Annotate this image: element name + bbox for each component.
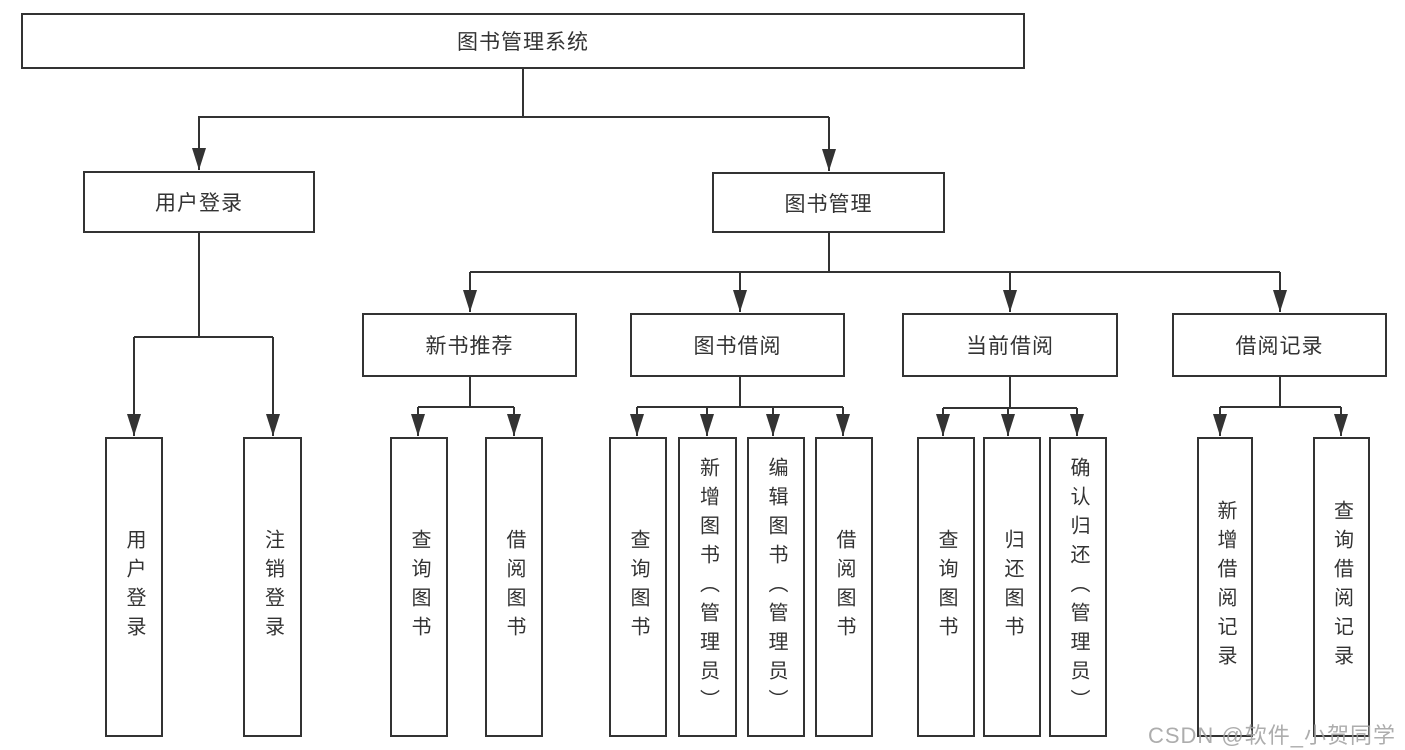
node-book-borrow-label: 图书借阅 xyxy=(693,335,782,358)
node-root: 图书管理系统 xyxy=(21,13,1025,69)
leaf-borrow-books-2: 借阅图书 xyxy=(815,437,873,737)
leaf-edit-book-admin: 编辑图书（管理员） xyxy=(747,437,805,737)
node-user-login-label: 用户登录 xyxy=(155,192,243,215)
leaf-user-login: 用户登录 xyxy=(105,437,163,737)
leaf-query-borrow-record-label: 查询借阅记录 xyxy=(1330,500,1353,674)
leaf-logout-label: 注销登录 xyxy=(261,529,284,645)
leaf-query-borrow-record: 查询借阅记录 xyxy=(1313,437,1370,737)
leaf-query-books-2-label: 查询图书 xyxy=(627,529,649,645)
leaf-logout: 注销登录 xyxy=(243,437,302,737)
leaf-borrow-books-1-label: 借阅图书 xyxy=(503,529,525,645)
leaf-edit-book-admin-label: 编辑图书（管理员） xyxy=(765,456,787,718)
leaf-return-books-label: 归还图书 xyxy=(1001,529,1023,645)
leaf-user-login-label: 用户登录 xyxy=(123,529,145,645)
leaf-query-books-1-label: 查询图书 xyxy=(408,529,430,645)
node-current-borrow-label: 当前借阅 xyxy=(966,335,1054,358)
node-borrow-records: 借阅记录 xyxy=(1172,313,1387,377)
leaf-query-books-1: 查询图书 xyxy=(390,437,448,737)
leaf-borrow-books-2-label: 借阅图书 xyxy=(833,529,855,645)
node-current-borrow: 当前借阅 xyxy=(902,313,1118,377)
leaf-query-books-2: 查询图书 xyxy=(609,437,667,737)
leaf-add-book-admin-label: 新增图书（管理员） xyxy=(696,456,719,718)
watermark: CSDN @软件_小贺同学 xyxy=(1147,723,1396,748)
leaf-query-books-3-label: 查询图书 xyxy=(935,529,957,645)
leaf-return-books: 归还图书 xyxy=(983,437,1041,737)
leaf-add-book-admin: 新增图书（管理员） xyxy=(678,437,737,737)
leaf-add-borrow-record-label: 新增借阅记录 xyxy=(1214,500,1236,674)
node-root-label: 图书管理系统 xyxy=(457,31,589,54)
leaf-confirm-return-admin: 确认归还（管理员） xyxy=(1049,437,1107,737)
node-book-management: 图书管理 xyxy=(712,172,945,233)
leaf-borrow-books-1: 借阅图书 xyxy=(485,437,543,737)
leaf-query-books-3: 查询图书 xyxy=(917,437,975,737)
node-book-management-label: 图书管理 xyxy=(784,192,873,216)
node-user-login: 用户登录 xyxy=(83,171,315,233)
node-book-borrow: 图书借阅 xyxy=(630,313,845,377)
leaf-confirm-return-admin-label: 确认归还（管理员） xyxy=(1067,456,1089,718)
node-borrow-records-label: 借阅记录 xyxy=(1235,335,1324,358)
node-new-book-recommend: 新书推荐 xyxy=(362,313,577,377)
node-new-book-recommend-label: 新书推荐 xyxy=(425,335,514,358)
leaf-add-borrow-record: 新增借阅记录 xyxy=(1197,437,1253,737)
